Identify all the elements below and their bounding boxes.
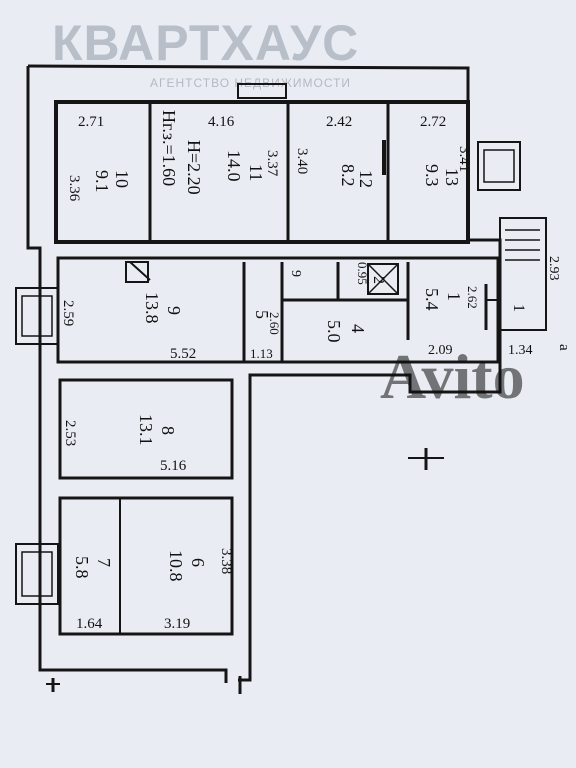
- room-7-number: 7: [94, 558, 114, 567]
- room-1-area: 5.4: [422, 288, 442, 311]
- room-9-dim-width: 5.52: [170, 346, 196, 362]
- room-8-number: 8: [158, 426, 178, 435]
- room-11-height: H=2.20: [184, 140, 204, 195]
- room-5-dim-width: 1.13: [250, 346, 273, 361]
- room-7-dim-width: 1.64: [76, 616, 103, 632]
- entrance-dim-width: 1.34: [508, 343, 533, 358]
- entrance-mark: а: [556, 344, 572, 351]
- room-6-number: 6: [188, 558, 208, 567]
- room-11-area: 14.0: [224, 150, 244, 182]
- room-1-dim-width: 2.09: [428, 343, 453, 358]
- room-5-number: 5: [252, 310, 272, 319]
- entrance-number: 1: [510, 304, 527, 312]
- room-9-number: 9: [164, 306, 184, 315]
- room-11-height-note: Hг.з.=1.60: [159, 110, 179, 186]
- room-12-dim-width: 2.42: [326, 114, 352, 130]
- room-5-dim-depth: 2.60: [267, 312, 282, 335]
- watermark-logo-text: КВАРТХАУС: [52, 15, 360, 71]
- room-8-dim-width: 5.16: [160, 458, 187, 474]
- entrance-dim-depth: 2.93: [546, 256, 561, 281]
- room-small-number: 9: [288, 270, 303, 277]
- room-2-dim: 0.95: [355, 262, 370, 285]
- room-8-dim-depth: 2.53: [62, 420, 78, 446]
- room-13-dim-depth: 3.41: [456, 146, 472, 172]
- room-9-dim-depth: 2.59: [60, 300, 76, 326]
- room-13-dim-width: 2.72: [420, 114, 446, 130]
- walls: [15, 64, 547, 694]
- room-11-dim-width: 4.16: [208, 114, 235, 130]
- room-13-area: 9.3: [422, 164, 442, 187]
- room-10-dim-depth: 3.36: [66, 175, 82, 202]
- room-12-number: 12: [356, 170, 376, 188]
- room-6-dim-depth: 3.38: [218, 548, 234, 574]
- room-12-area: 8.2: [338, 164, 358, 187]
- room-10-area: 9.1: [92, 170, 112, 193]
- room-1-number: 1: [444, 292, 464, 301]
- room-13-number: 13: [442, 168, 462, 186]
- room-9-area: 13.8: [142, 292, 162, 324]
- room-7-area: 5.8: [72, 556, 92, 579]
- room-11-number: 11: [246, 164, 266, 181]
- room-10-dim-width: 2.71: [78, 114, 104, 130]
- room-4-area: 5.0: [324, 320, 344, 343]
- labels: 2.71 3.36 10 9.1 4.16 3.37 11 14.0 H=2.2…: [60, 110, 572, 632]
- room-2-number: 2: [370, 276, 387, 284]
- room-6-area: 10.8: [166, 550, 186, 582]
- room-12-dim-depth: 3.40: [294, 148, 310, 174]
- room-1-dim-depth: 2.62: [465, 286, 480, 309]
- room-11-dim-depth: 3.37: [264, 150, 280, 177]
- room-10-number: 10: [112, 170, 132, 188]
- room-8-area: 13.1: [136, 414, 156, 446]
- room-6-dim-width: 3.19: [164, 616, 190, 632]
- room-4-number: 4: [348, 324, 368, 333]
- avito-watermark: Avito: [380, 341, 525, 412]
